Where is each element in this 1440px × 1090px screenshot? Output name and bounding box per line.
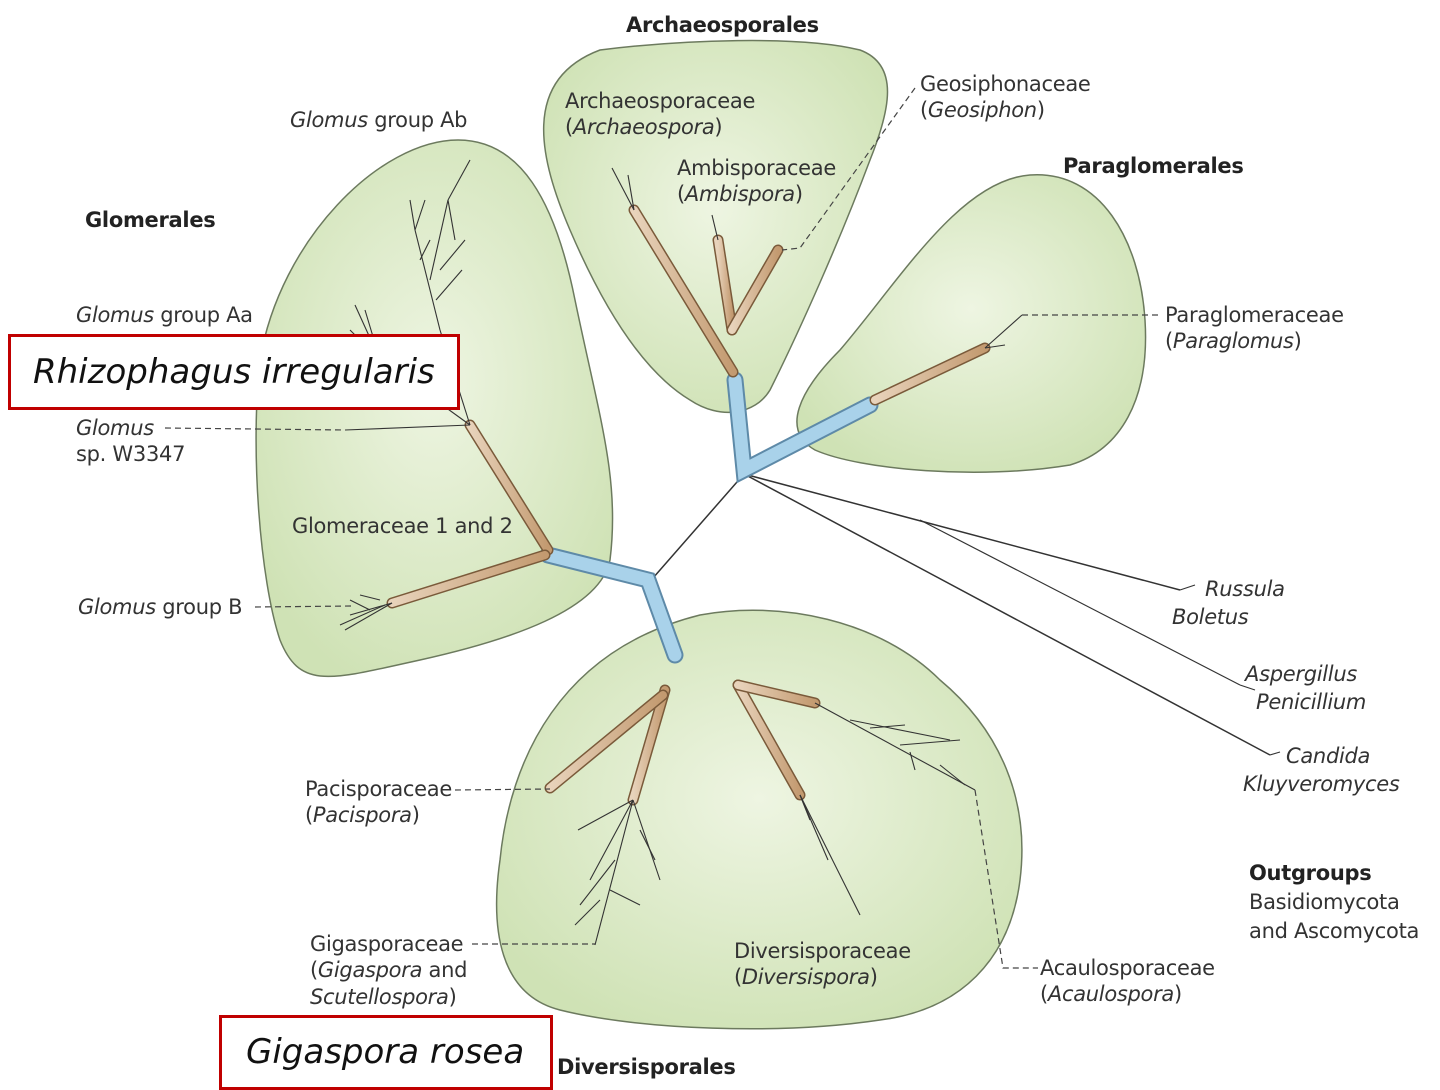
paraglomeraceae-label: Paraglomeraceae(Paraglomus) (1165, 302, 1344, 355)
pacisporaceae-label: Pacisporaceae(Pacispora) (305, 776, 452, 829)
aspergillus-label: Aspergillus (1245, 661, 1357, 687)
outgroups-title: Outgroups (1249, 860, 1371, 886)
candida-label: Candida (1286, 743, 1370, 769)
paraglomerales-heading: Paraglomerales (1063, 153, 1244, 179)
diversisporaceae-label: Diversisporaceae(Diversispora) (734, 938, 911, 991)
archaeosporales-heading: Archaeosporales (626, 12, 819, 38)
boletus-label: Boletus (1172, 604, 1248, 630)
rhizophagus-callout: Rhizophagus irregularis (8, 334, 460, 410)
glomus-group-aa-label: Glomus group Aa (76, 302, 253, 328)
glomus-group-b-label: Glomus group B (78, 594, 242, 620)
penicillium-label: Penicillium (1256, 689, 1366, 715)
glomus-group-ab-label: Glomus group Ab (290, 107, 467, 133)
paraglomerales-region (797, 175, 1146, 472)
ambisporaceae-label: Ambisporaceae(Ambispora) (677, 155, 836, 208)
glomeraceae-label: Glomeraceae 1 and 2 (292, 513, 513, 539)
outgroups-line2: and Ascomycota (1249, 918, 1419, 944)
geosiphonaceae-label: Geosiphonaceae(Geosiphon) (920, 71, 1091, 124)
russula-label: Russula (1205, 576, 1285, 602)
acaulosporaceae-label: Acaulosporaceae(Acaulospora) (1040, 955, 1215, 1008)
archaeosporaceae-label: Archaeosporaceae(Archaeospora) (565, 88, 755, 141)
diversisporales-heading: Diversisporales (557, 1054, 736, 1080)
kluyveromyces-label: Kluyveromyces (1243, 771, 1400, 797)
outgroups-line1: Basidiomycota (1249, 889, 1400, 915)
glomerales-heading: Glomerales (85, 207, 215, 233)
gigaspora-callout: Gigaspora rosea (219, 1015, 553, 1090)
